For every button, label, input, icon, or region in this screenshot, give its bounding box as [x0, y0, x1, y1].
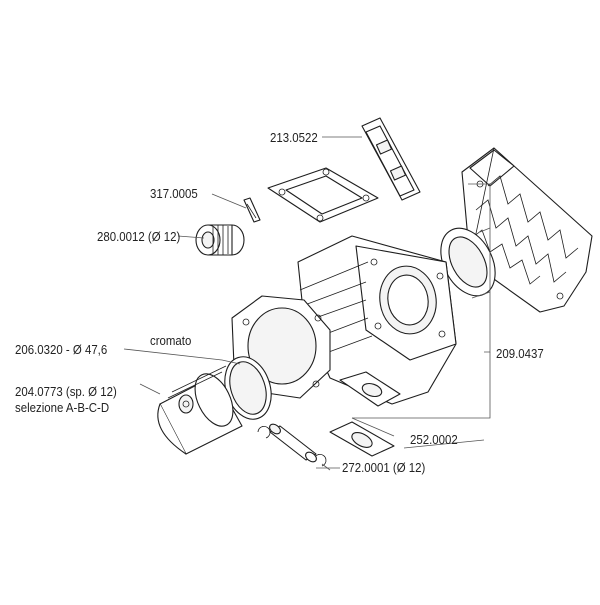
label-finish-note: cromato	[150, 333, 192, 348]
cylinder-drawing	[297, 235, 457, 407]
label-piston-ring: 206.0320 - Ø 47,6	[15, 342, 108, 357]
label-clip: 317.0005	[150, 186, 198, 201]
label-selection-note: selezione A-B-C-D	[15, 400, 110, 415]
label-needle-bearing: 280.0012 (Ø 12)	[97, 229, 181, 244]
label-piston: 204.0773 (sp. Ø 12)	[15, 384, 117, 399]
leader-lines	[123, 136, 491, 471]
exhaust-gasket-drawing	[329, 421, 395, 457]
label-cylinder-kit: 209.0437	[496, 346, 544, 361]
needle-bearing-drawing	[195, 224, 245, 256]
piston-drawing	[157, 365, 243, 455]
head-gasket-drawing	[440, 227, 496, 297]
wrist-pin-drawing	[269, 423, 317, 463]
reed-valve-drawing	[361, 117, 421, 201]
label-wrist-pin: 272.0001 (Ø 12)	[342, 460, 426, 475]
intake-gasket-drawing	[267, 167, 379, 223]
clip-drawing	[243, 197, 261, 223]
label-reed-valve: 213.0522	[270, 130, 318, 145]
label-exhaust-gasket: 252.0002	[410, 432, 458, 447]
piston-ring-drawing	[224, 356, 272, 420]
